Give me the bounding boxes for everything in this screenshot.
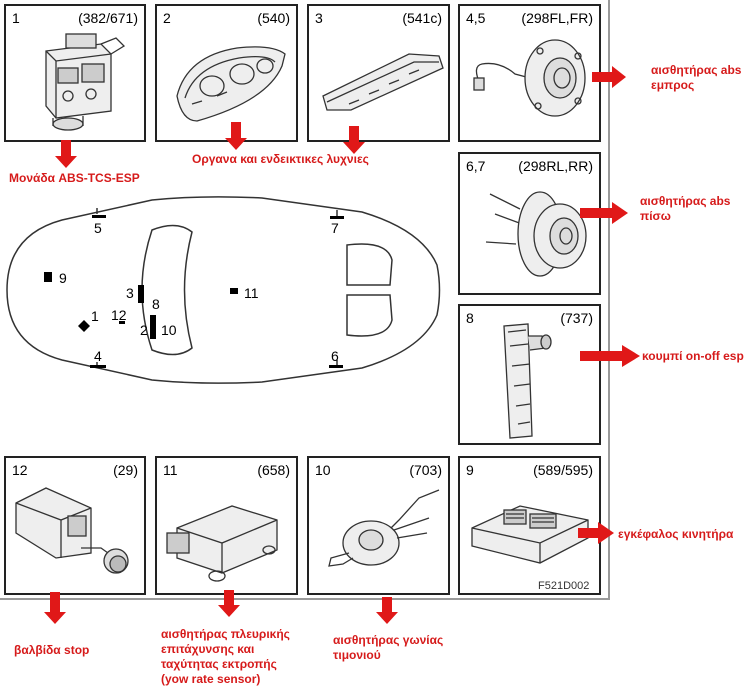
abs-module-illustration xyxy=(45,33,126,131)
component-number: 6,7 xyxy=(466,158,486,174)
car-label-4: 4 xyxy=(94,348,102,364)
annotation-rear-abs-sensor: αισθητήρας abs πίσω xyxy=(640,194,730,224)
car-label-7: 7 xyxy=(331,220,339,236)
annotation-line: εμπρος xyxy=(651,78,695,92)
annotation-stop-valve: βαλβίδα stop xyxy=(14,643,90,657)
component-number: 12 xyxy=(12,462,28,478)
annotation-line: ταχύτητας εκτροπής xyxy=(161,657,277,671)
component-code: (541c) xyxy=(402,10,442,26)
component-box-warning-lamps: 3 (541c) xyxy=(307,4,450,142)
component-number: 10 xyxy=(315,462,331,478)
component-box-esp-button: 8 (737) xyxy=(458,304,601,445)
car-label-3: 3 xyxy=(126,285,134,301)
annotation-line: τιμονιού xyxy=(333,648,381,662)
component-number: 2 xyxy=(163,10,171,26)
annotation-ecu: εγκέφαλος κινητήρα xyxy=(618,527,734,541)
annotation-line: πίσω xyxy=(640,209,671,223)
annotation-abs-module: Μονάδα ABS-TCS-ESP xyxy=(9,171,140,185)
component-code: (658) xyxy=(257,462,290,478)
car-label-5: 5 xyxy=(94,220,102,236)
annotation-line: αισθητήρας πλευρικής xyxy=(161,627,290,641)
car-label-11: 11 xyxy=(244,285,259,301)
rear-wheel-hub-illustration xyxy=(485,191,587,277)
car-label-2: 2 xyxy=(140,322,148,338)
component-code: (540) xyxy=(257,10,290,26)
car-label-10: 10 xyxy=(161,322,177,338)
car-label-12: 12 xyxy=(111,307,127,323)
component-box-engine-ecu: 9 (589/595) F521D002 xyxy=(458,456,601,595)
stop-switch-illustration xyxy=(15,487,129,574)
car-label-8: 8 xyxy=(152,296,160,312)
component-number: 9 xyxy=(466,462,474,478)
diagram-frame xyxy=(0,0,610,600)
component-code: (29) xyxy=(113,462,138,478)
component-code: (298RL,RR) xyxy=(518,158,593,174)
annotation-yaw-sensor: αισθητήρας πλευρικής επιτάχυνσης και ταχ… xyxy=(161,627,290,687)
car-outline xyxy=(6,196,441,384)
car-label-6: 6 xyxy=(331,348,339,364)
component-number: 8 xyxy=(466,310,474,326)
component-number: 1 xyxy=(12,10,20,26)
component-code: (589/595) xyxy=(533,462,593,478)
car-label-1: 1 xyxy=(91,308,99,324)
instrument-cluster-illustration xyxy=(176,46,286,122)
figure-id: F521D002 xyxy=(538,580,590,592)
ecu-illustration xyxy=(471,505,589,564)
component-code: (298FL,FR) xyxy=(521,10,593,26)
component-box-steering-angle-sensor: 10 (703) xyxy=(307,456,450,595)
annotation-instruments: Οργανα και ενδεικτικες λυχνιες xyxy=(192,152,369,166)
annotation-esp-button: κουμπί on-off esp xyxy=(642,349,744,363)
steering-angle-sensor-illustration xyxy=(328,489,440,567)
yaw-rate-sensor-illustration xyxy=(166,505,278,582)
annotation-line: (yow rate sensor) xyxy=(161,672,261,686)
component-number: 4,5 xyxy=(466,10,486,26)
front-wheel-hub-illustration xyxy=(473,39,586,117)
component-box-abs-module: 1 (382/671) xyxy=(4,4,146,142)
component-code: (703) xyxy=(409,462,442,478)
component-code: (382/671) xyxy=(78,10,138,26)
component-box-stop-valve: 12 (29) xyxy=(4,456,146,595)
annotation-front-abs-sensor: αισθητήρας abs εμπρος xyxy=(651,63,741,93)
annotation-line: αισθητήρας abs xyxy=(640,194,731,208)
annotation-steering-sensor: αισθητήρας γωνίας τιμονιού xyxy=(333,633,443,663)
component-box-rear-abs-sensor: 6,7 (298RL,RR) xyxy=(458,152,601,295)
esp-switch-illustration xyxy=(503,323,552,439)
component-box-instrument-cluster: 2 (540) xyxy=(155,4,298,142)
annotation-line: επιτάχυνσης και xyxy=(161,642,255,656)
annotation-line: αισθητήρας γωνίας xyxy=(333,633,444,647)
component-number: 11 xyxy=(163,462,178,478)
component-box-front-abs-sensor: 4,5 (298FL,FR) xyxy=(458,4,601,142)
arrow-down-steering-sensor xyxy=(376,597,398,624)
component-code: (737) xyxy=(560,310,593,326)
annotation-line: αισθητήρας abs xyxy=(651,63,742,77)
component-box-yaw-sensor: 11 (658) xyxy=(155,456,298,595)
warning-lamp-panel-illustration xyxy=(322,53,444,111)
component-number: 3 xyxy=(315,10,323,26)
car-label-9: 9 xyxy=(59,270,67,286)
